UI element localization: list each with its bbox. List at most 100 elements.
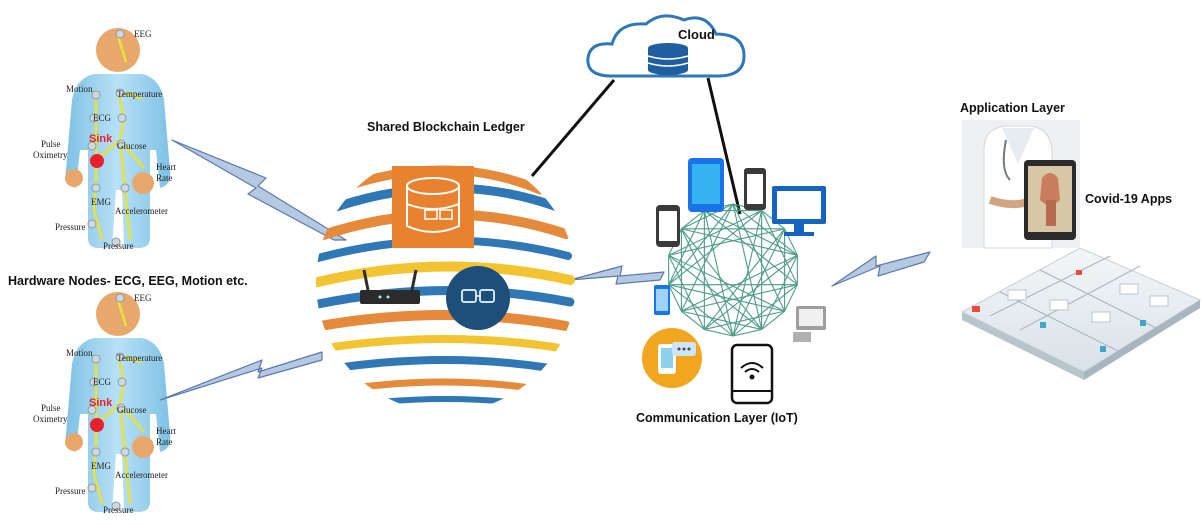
mesh-edge bbox=[668, 210, 762, 286]
label-sink: Sink bbox=[89, 133, 113, 145]
cloud-icon: Cloud bbox=[582, 10, 748, 84]
mesh-edge bbox=[668, 255, 705, 330]
mesh-edge bbox=[761, 310, 785, 330]
lightning-link-icon bbox=[569, 265, 665, 285]
mesh-edge bbox=[703, 210, 734, 337]
communication-layer-caption: Communication Layer (IoT) bbox=[636, 411, 798, 425]
mesh-edge bbox=[668, 254, 762, 330]
label-heart-2: Rate bbox=[156, 437, 173, 447]
label-temperature: Temperature bbox=[117, 89, 162, 99]
wifi-phone-icon bbox=[730, 343, 774, 405]
mesh-edge bbox=[668, 284, 785, 312]
label-eeg: EEG bbox=[134, 293, 152, 303]
mesh-edge bbox=[704, 254, 798, 330]
smartphone-icon bbox=[654, 285, 670, 315]
mesh-edge bbox=[704, 310, 785, 331]
mesh-edge bbox=[761, 210, 798, 285]
label-heart-1: Heart bbox=[156, 426, 176, 436]
hospital-floor-image bbox=[960, 247, 1201, 380]
label-accelerometer: Accelerometer bbox=[115, 206, 168, 216]
label-motion: Motion bbox=[66, 348, 93, 358]
body-sensor-figure-top: EEG Motion Temperature ECG Sink Pulse Ox… bbox=[33, 28, 176, 251]
cloud-link-ledger bbox=[530, 79, 616, 177]
mesh-edge bbox=[668, 228, 785, 256]
mesh-edge bbox=[680, 203, 734, 312]
label-pressure-left: Pressure bbox=[55, 486, 86, 496]
mesh-edge bbox=[668, 284, 682, 312]
hand-left bbox=[65, 169, 83, 187]
label-pressure-bottom: Pressure bbox=[103, 241, 134, 251]
mesh-edge bbox=[681, 210, 705, 230]
mesh-edge bbox=[681, 228, 798, 256]
lightning-link-icon bbox=[171, 139, 347, 241]
tablet-icon bbox=[688, 158, 724, 212]
label-heart-2: Rate bbox=[156, 173, 173, 183]
monitor-icon bbox=[772, 186, 826, 236]
shared-ledger-title: Shared Blockchain Ledger bbox=[367, 120, 525, 134]
mesh-edge bbox=[680, 228, 763, 330]
hand-right bbox=[132, 172, 154, 194]
label-emg: EMG bbox=[91, 461, 112, 471]
mesh-edge bbox=[784, 284, 798, 312]
mesh-edge bbox=[703, 228, 786, 330]
label-motion: Motion bbox=[66, 84, 93, 94]
mesh-edge bbox=[680, 228, 734, 337]
smartphone-icon bbox=[744, 168, 766, 210]
mesh-edge bbox=[732, 203, 763, 330]
cloud-label: Cloud bbox=[678, 27, 715, 42]
label-pulse-2: Oximetry bbox=[33, 150, 68, 160]
hardware-nodes-caption: Hardware Nodes- ECG, EEG, Motion etc. bbox=[8, 274, 248, 288]
label-pressure-left: Pressure bbox=[55, 222, 86, 232]
router-icon bbox=[360, 269, 420, 304]
covid-apps-label: Covid-19 Apps bbox=[1085, 192, 1172, 206]
sensor-nodes bbox=[87, 29, 130, 247]
lightning-link-icon bbox=[159, 351, 323, 401]
mesh-edge bbox=[732, 210, 763, 337]
label-heart-1: Heart bbox=[156, 162, 176, 172]
mesh-edge bbox=[681, 310, 762, 331]
label-pulse-1: Pulse bbox=[41, 139, 61, 149]
mesh-edge bbox=[732, 203, 798, 256]
label-sink: Sink bbox=[89, 397, 113, 409]
mesh-edge bbox=[681, 254, 798, 312]
label-glucose: Glucose bbox=[117, 405, 147, 415]
label-ecg: ECG bbox=[93, 377, 112, 387]
mesh-edge bbox=[668, 203, 734, 286]
mesh-edge bbox=[668, 210, 705, 285]
mesh-edge bbox=[668, 254, 785, 312]
mesh-edge bbox=[681, 284, 798, 312]
desktop-pc-icon bbox=[793, 306, 826, 342]
blockchain-chip-icon bbox=[446, 266, 510, 330]
mesh-edge bbox=[668, 284, 734, 337]
hand-left bbox=[65, 433, 83, 451]
mesh-edge bbox=[704, 328, 734, 337]
mesh-edge bbox=[681, 310, 705, 330]
label-pulse-2: Oximetry bbox=[33, 414, 68, 424]
sink-node bbox=[90, 154, 104, 168]
head bbox=[96, 28, 140, 72]
database-icon bbox=[647, 43, 689, 75]
label-glucose: Glucose bbox=[117, 141, 147, 151]
label-pulse-1: Pulse bbox=[41, 403, 61, 413]
label-accelerometer: Accelerometer bbox=[115, 470, 168, 480]
label-emg: EMG bbox=[91, 197, 112, 207]
lightning-link-icon bbox=[831, 251, 931, 287]
cloud-link-iot bbox=[706, 77, 742, 215]
sensor-nodes bbox=[87, 293, 130, 511]
label-pressure-bottom: Pressure bbox=[103, 505, 134, 515]
hand-right bbox=[132, 436, 154, 458]
body-sensor-figure-bottom: EEG Motion Temperature ECG Sink Pulse Ox… bbox=[33, 292, 176, 515]
application-layer-title: Application Layer bbox=[960, 101, 1065, 115]
doctor-image bbox=[962, 120, 1080, 249]
smartphone-icon bbox=[656, 205, 680, 247]
mesh-edge bbox=[704, 210, 798, 286]
label-ecg: ECG bbox=[93, 113, 112, 123]
label-eeg: EEG bbox=[134, 29, 152, 39]
mesh-edge bbox=[732, 203, 786, 312]
iot-mesh-network bbox=[668, 203, 798, 337]
mesh-edge bbox=[681, 203, 734, 230]
mesh-edge bbox=[704, 210, 798, 256]
mesh-edge bbox=[761, 255, 798, 330]
mesh-edge bbox=[732, 328, 762, 337]
